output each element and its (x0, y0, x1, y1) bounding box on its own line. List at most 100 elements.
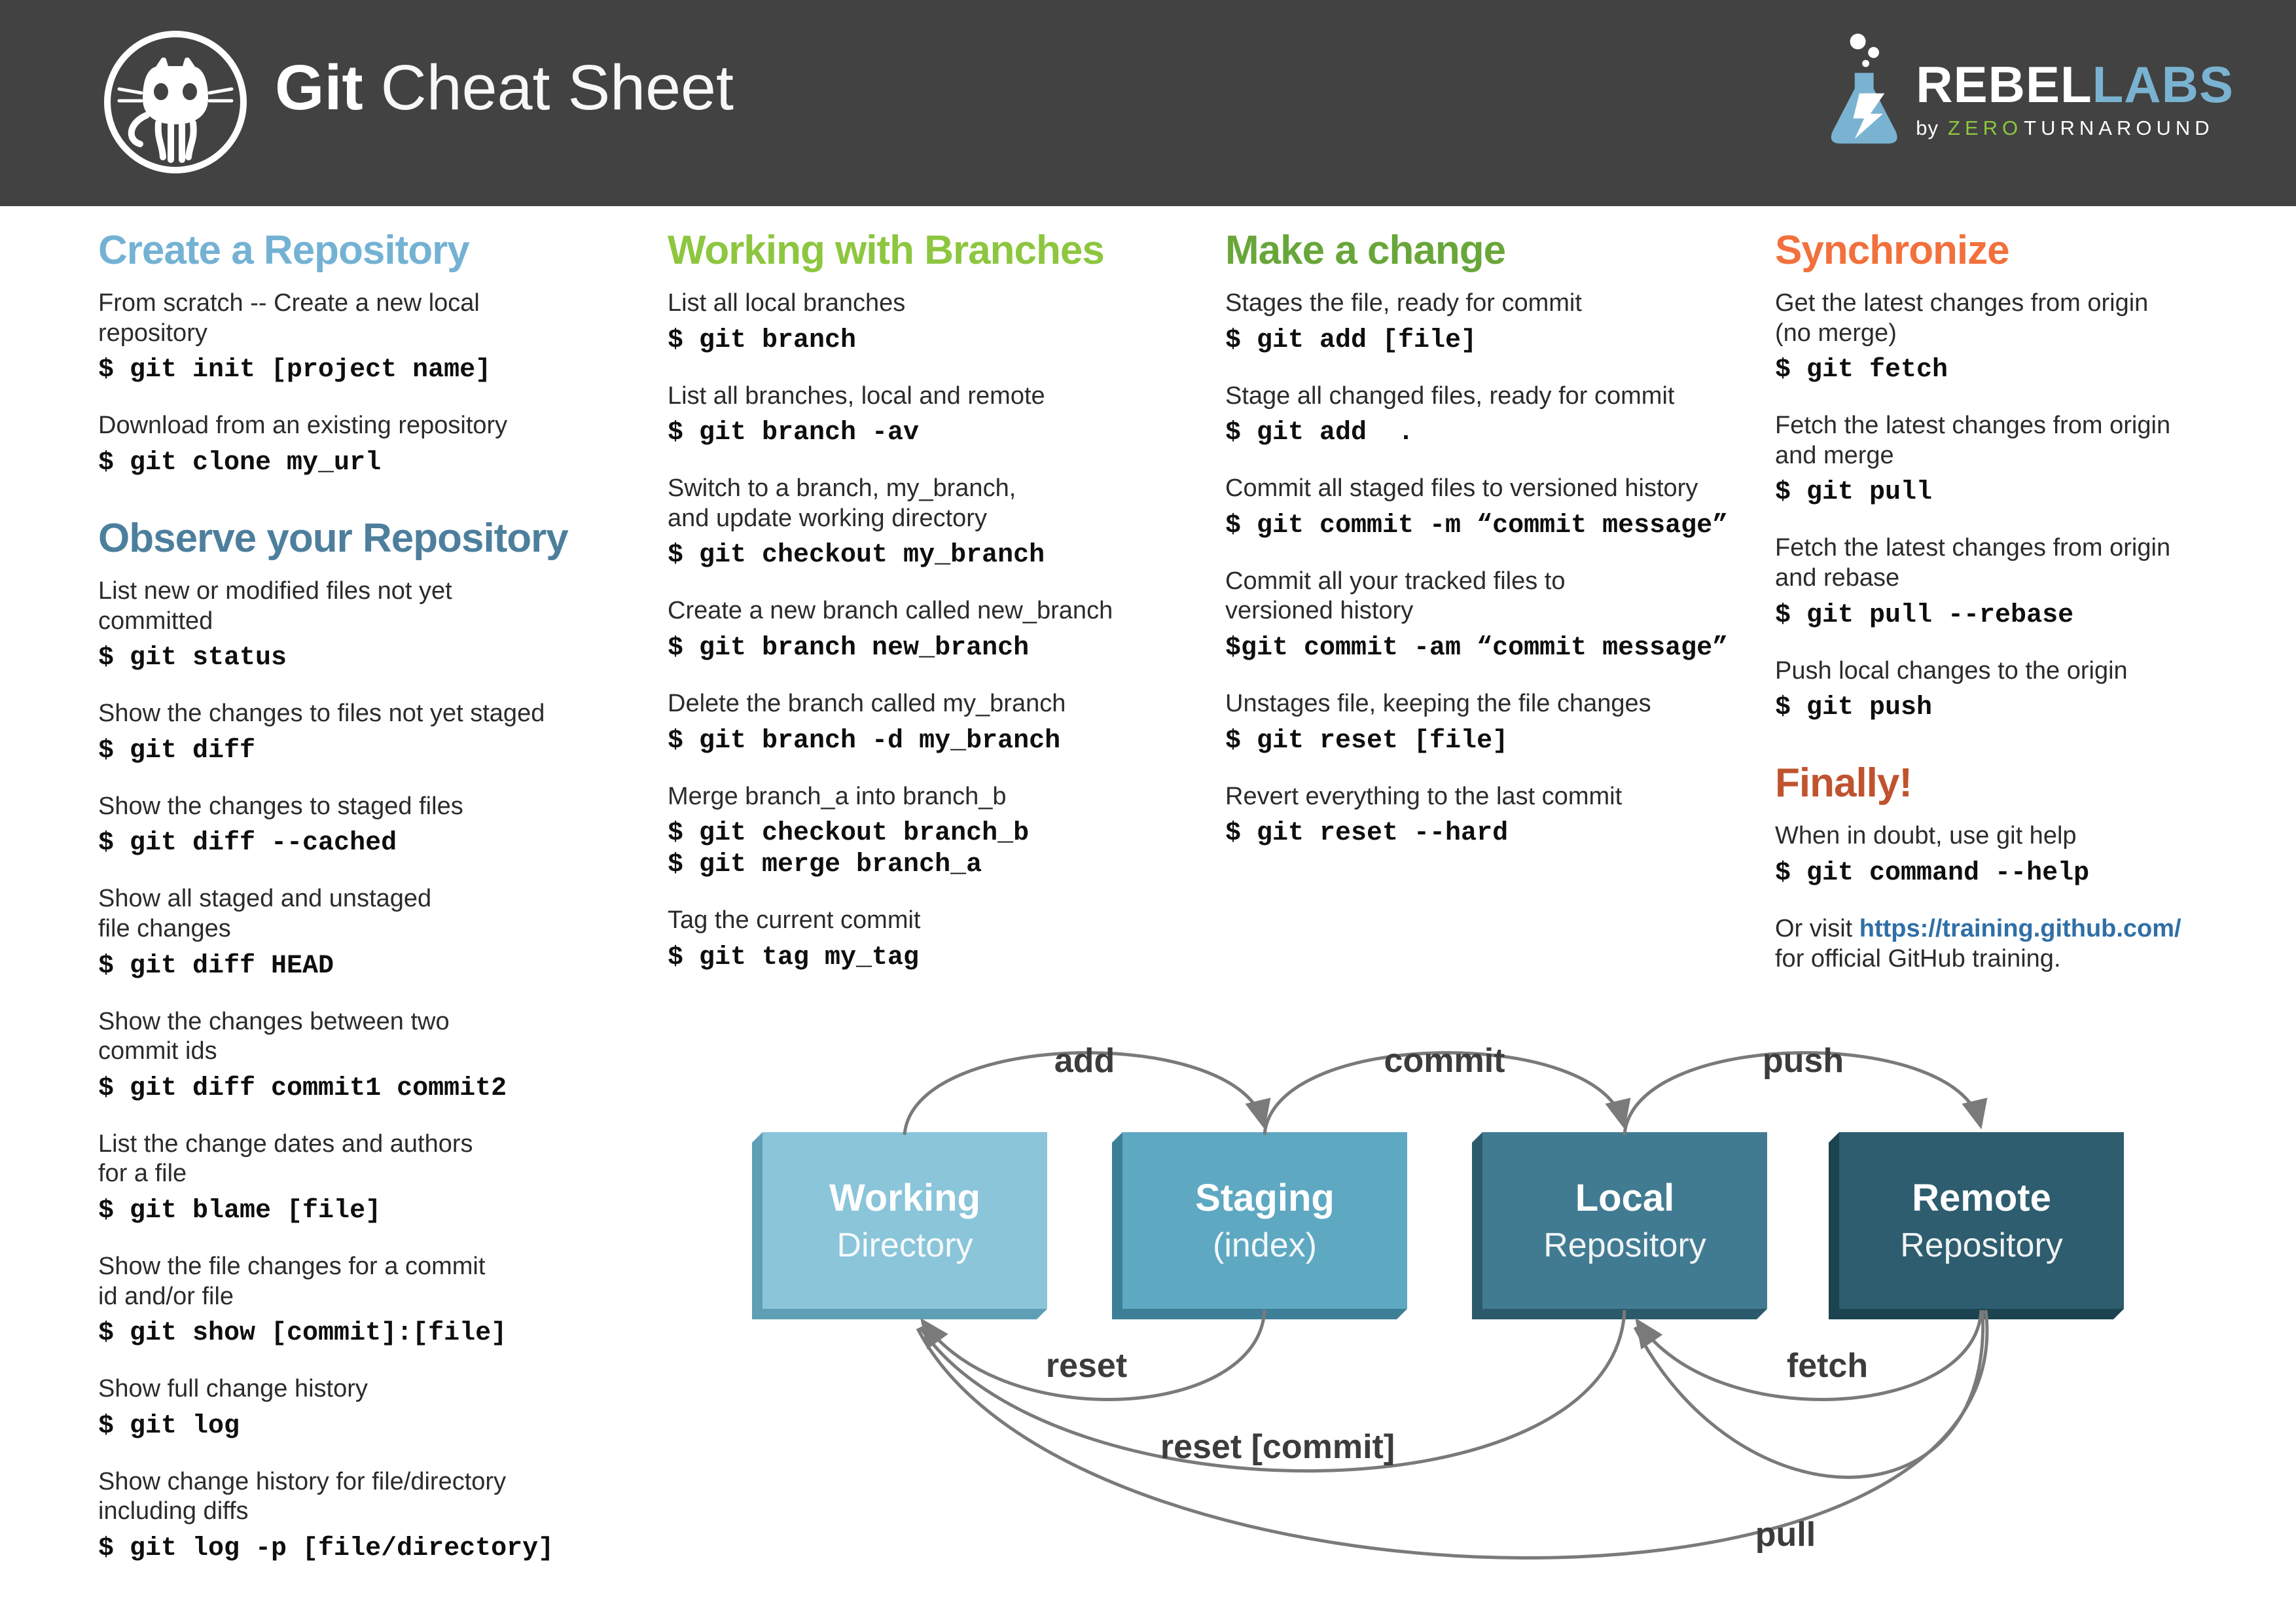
item-description: Create a new branch called new_branch (668, 597, 1113, 625)
item-description: Switch to a branch, my_branch, and updat… (668, 474, 1016, 532)
command-code: $ git clone my_url (98, 448, 382, 478)
item-description: Delete the branch called my_branch (668, 690, 1066, 718)
cheat-item: Switch to a branch, my_branch, and updat… (668, 474, 1217, 571)
command-code: $ git push (1775, 693, 1933, 723)
cheat-item: Show all staged and unstaged file change… (98, 884, 628, 982)
git-flow-diagram: WorkingDirectoryStaging(index)LocalRepos… (752, 1042, 2124, 1560)
item-description: Merge branch_a into branch_b (668, 782, 1007, 810)
item-description: Get the latest changes from origin (no m… (1775, 289, 2149, 347)
command-code: $ git tag my_tag (668, 942, 920, 972)
item-description: Commit all staged files to versioned his… (1225, 474, 1698, 503)
item-description: Tag the current commit (668, 906, 921, 935)
cheat-item: Get the latest changes from origin (no m… (1775, 289, 2296, 386)
arrow-add-label: add (1054, 1042, 1115, 1080)
arrow-reset-commit-label: reset [commit] (1160, 1428, 1395, 1466)
item-description: Show all staged and unstaged file change… (98, 885, 432, 942)
item-description: Show full change history (98, 1375, 368, 1403)
item-description: Push local changes to the origin (1775, 656, 2128, 685)
cheat-item: Download from an existing repository $ gi… (98, 411, 628, 479)
cheat-item: Fetch the latest changes from origin and… (1775, 411, 2296, 508)
brand-by: by (1916, 116, 1939, 139)
command-code: $ git init [project name] (98, 355, 492, 385)
brand-turnaround: TURNAROUND (2024, 116, 2214, 139)
flask-icon (1831, 33, 1897, 144)
cheat-item: Or visit https://training.github.com/ fo… (1775, 914, 2296, 974)
item-description: Download from an existing repository (98, 412, 508, 440)
command-code: $ git fetch (1775, 355, 1948, 385)
command-code: $git commit -am “commit message” (1225, 633, 1729, 664)
item-description: List new or modified files not yet commi… (98, 577, 452, 635)
title-git: Git (275, 52, 363, 123)
command-code: $ git add [file] (1225, 325, 1477, 355)
cheat-item: Merge branch_a into branch_b$ git checko… (668, 782, 1217, 882)
arrow-pull-label: pull (1755, 1516, 1816, 1554)
section-heading-finally: Finally! (1775, 760, 1912, 806)
item-description: Show the changes to staged files (98, 792, 463, 820)
cheat-item: Show the changes to staged files $ git di… (98, 792, 628, 860)
command-code: $ git reset --hard (1225, 819, 1509, 849)
arrow-pull-branch (1633, 1310, 1985, 1479)
section-heading-make-a-change: Make a change (1225, 228, 1506, 273)
item-description: Stages the file, ready for commit (1225, 289, 1582, 317)
box-subtitle: (index) (1213, 1226, 1317, 1264)
box-subtitle: Repository (1543, 1226, 1706, 1264)
command-code: $ git reset [file] (1225, 726, 1509, 756)
cheat-item: Delete the branch called my_branch$ git … (668, 689, 1217, 757)
item-description: Stage all changed files, ready for commi… (1225, 382, 1675, 410)
box-subtitle: Repository (1900, 1226, 2063, 1264)
arrow-commit-label: commit (1384, 1042, 1505, 1080)
command-code: $ git checkout my_branch (668, 541, 1045, 571)
link-suffix-text: for official GitHub training. (1775, 944, 2061, 972)
box-title: Working (829, 1177, 980, 1219)
command-code: $ git branch -av (668, 418, 920, 448)
link-prefix-text: Or visit (1775, 914, 1859, 942)
item-description: Show the changes between two commit ids (98, 1007, 450, 1065)
arrow-push (1623, 1051, 1988, 1135)
box-subtitle: Directory (836, 1226, 973, 1264)
cheat-item: Unstages file, keeping the file changes$… (1225, 689, 1801, 757)
command-code: $ git status (98, 643, 287, 673)
command-code: $ git command --help (1775, 858, 2090, 888)
command-code: $ git branch new_branch (668, 633, 1030, 664)
cheat-item: Show the changes to files not yet staged… (98, 699, 628, 767)
command-code: $ git diff (98, 736, 256, 766)
command-code: $ git commit -m “commit message” (1225, 510, 1729, 541)
section-heading-create-a-repository: Create a Repository (98, 228, 470, 273)
arrow-reset (920, 1310, 1266, 1402)
title-cheat-sheet: Cheat Sheet (363, 52, 734, 123)
item-description: List the change dates and authors for a … (98, 1130, 473, 1188)
arrow-add (903, 1051, 1271, 1135)
arrow-commit (1263, 1051, 1631, 1135)
section-heading-synchronize: Synchronize (1775, 228, 2010, 273)
command-code: $ git diff --cached (98, 829, 397, 859)
item-description: When in doubt, use git help (1775, 822, 2077, 850)
brand-rebel: REBEL (1916, 56, 2092, 113)
command-code: $ git branch (668, 325, 857, 355)
section-finally: Finally! When in doubt, use git help $ git… (1775, 762, 2296, 974)
training-link[interactable]: https://training.github.com/ (1859, 914, 2181, 942)
cheat-item: List new or modified files not yet commi… (98, 577, 628, 674)
item-description: Fetch the latest changes from origin and… (1775, 534, 2171, 592)
cheat-item: Show full change history$ git log (98, 1374, 628, 1442)
cheat-item: Tag the current commit $ git tag my_tag (668, 906, 1217, 974)
section-heading-observe-your-repository: Observe your Repository (98, 515, 569, 561)
brand-labs: LABS (2092, 56, 2234, 113)
cheat-item: List all branches, local and remote$ git… (668, 382, 1217, 450)
cheat-item: Create a new branch called new_branch $ g… (668, 596, 1217, 664)
page-title: Git Cheat Sheet (275, 51, 734, 124)
cheat-item: Show the changes between two commit ids$… (98, 1007, 628, 1105)
